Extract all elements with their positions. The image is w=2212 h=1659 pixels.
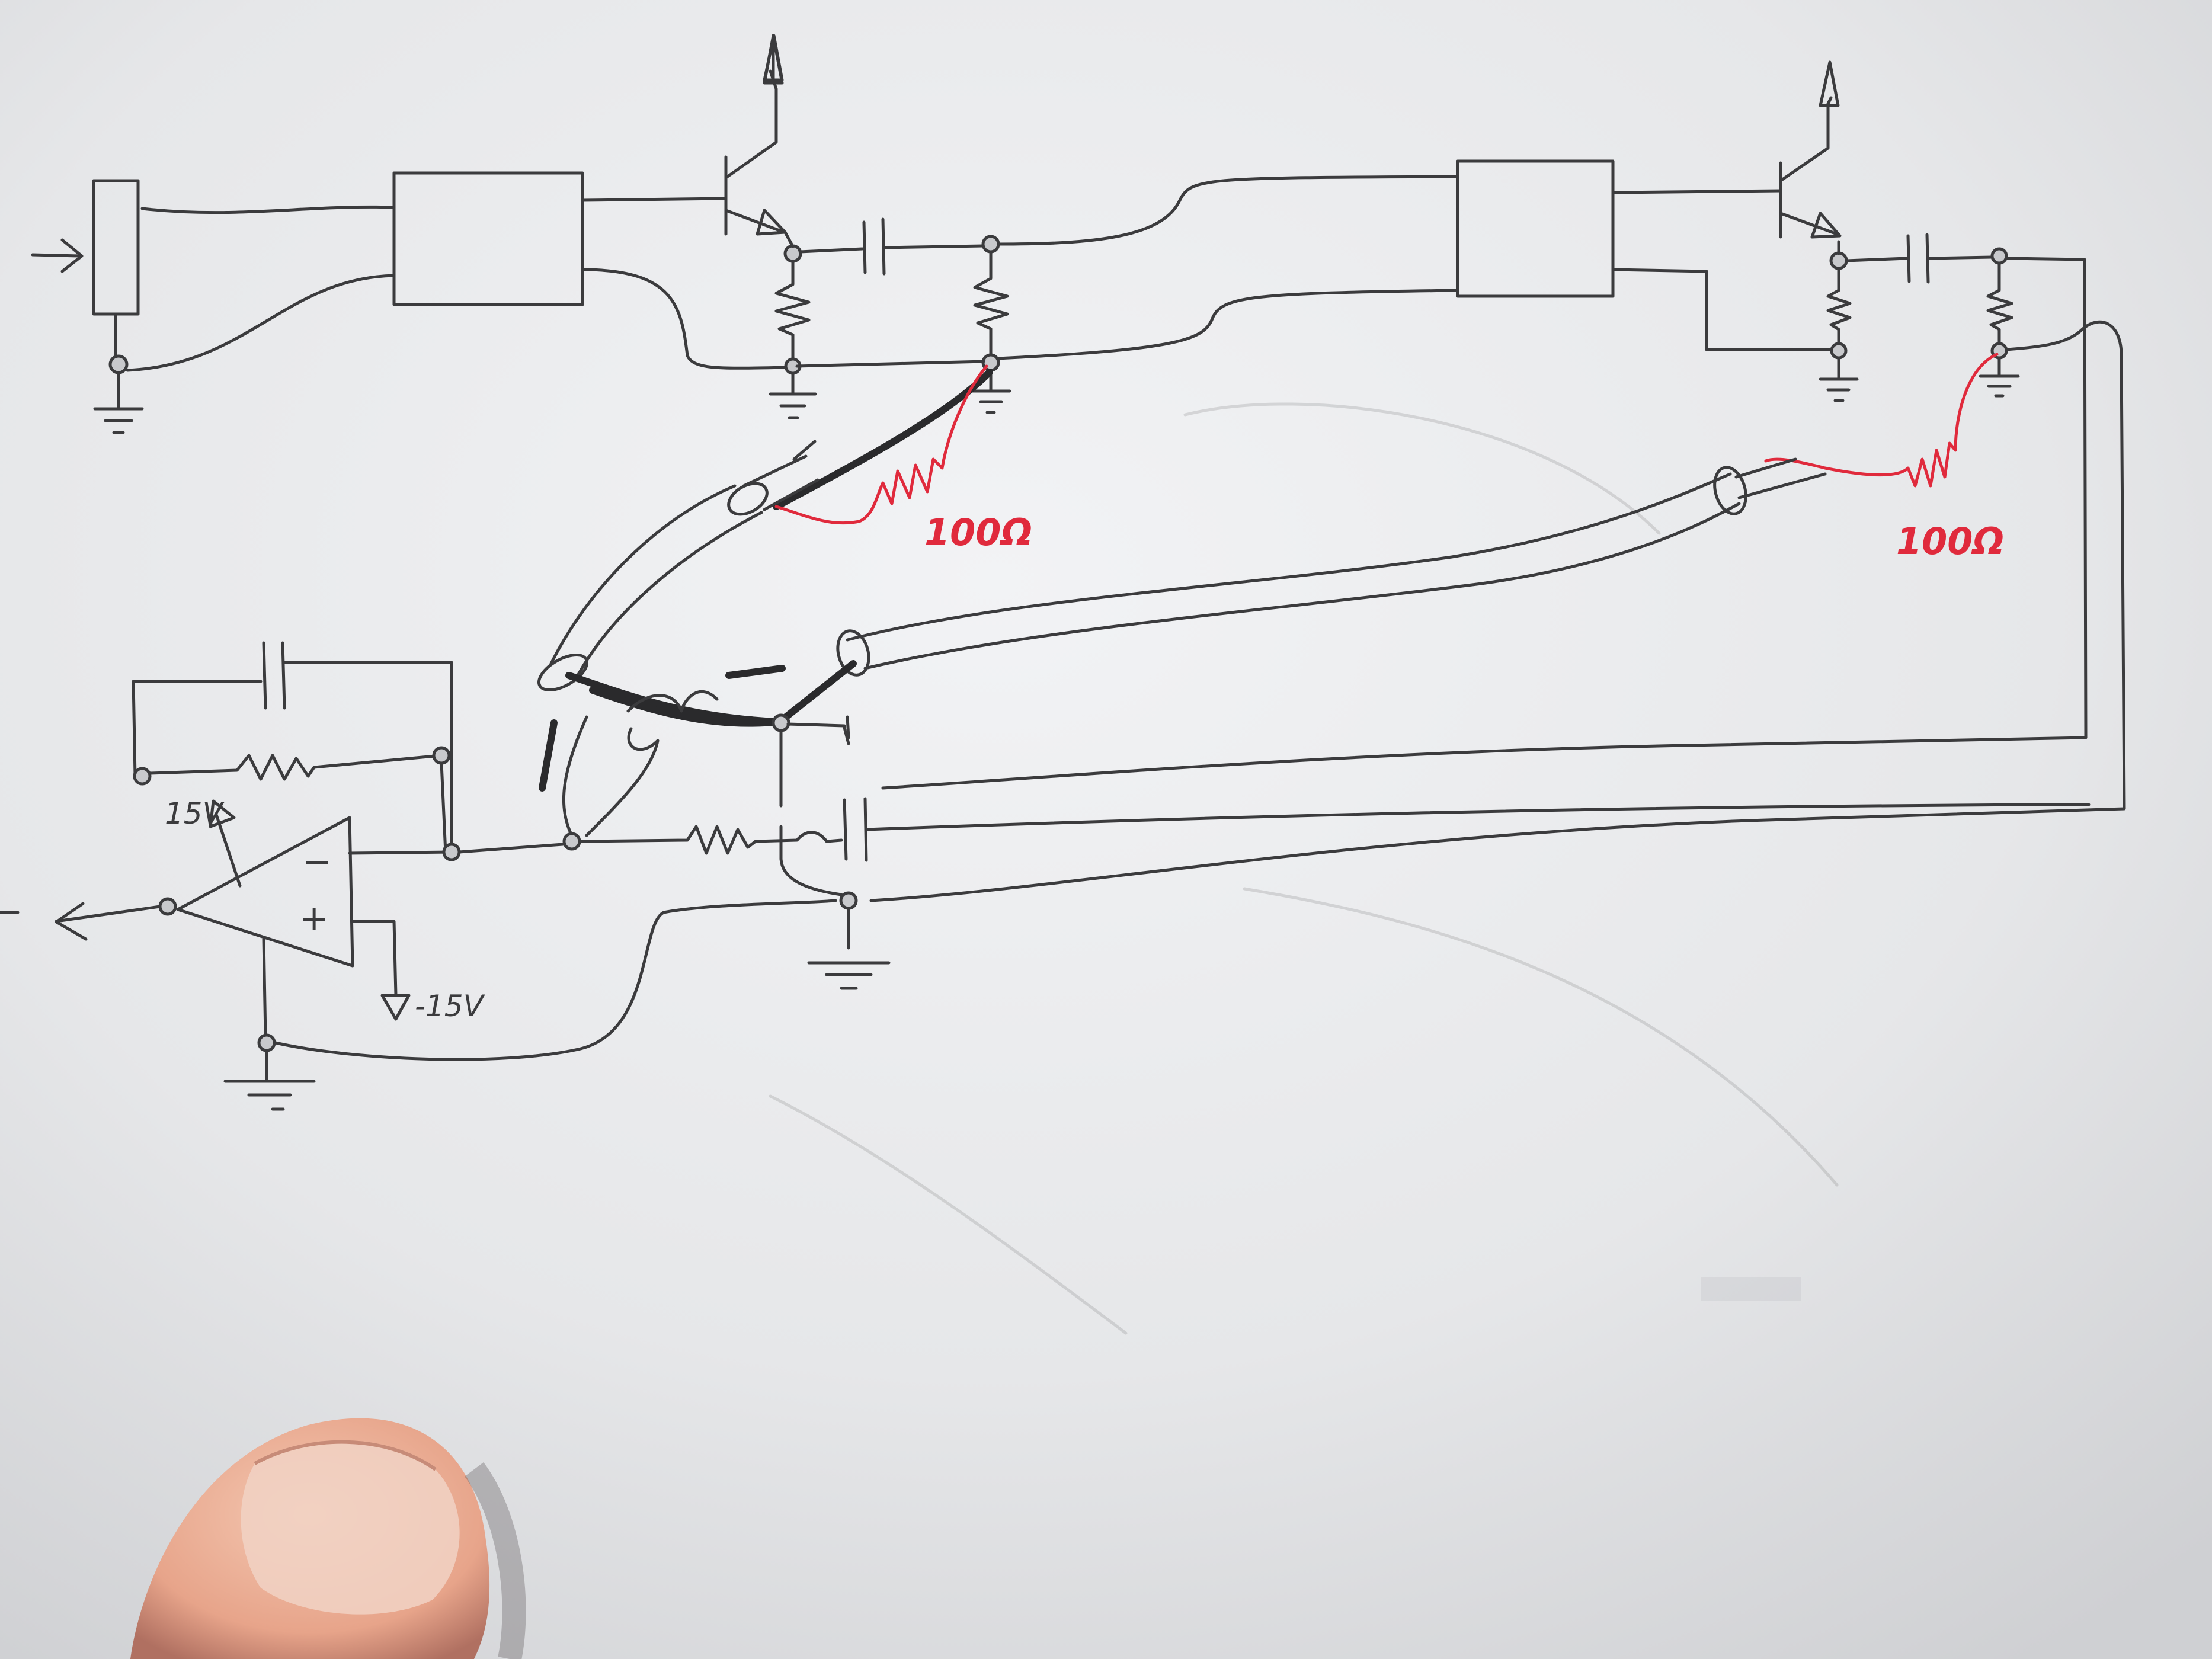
opamp-minus-label: −: [302, 841, 332, 883]
capacitor-icon: [262, 641, 286, 710]
opamp-icon: [176, 816, 354, 968]
resistor-icon: [774, 260, 811, 364]
supply-arrow-icon: [209, 799, 236, 828]
red-resistor-left: 100Ω: [773, 364, 1032, 554]
emitter-node-1: [783, 244, 802, 263]
ground-icon: [970, 370, 1011, 414]
amplifier-box-1: [392, 171, 584, 306]
ground-icon: [807, 961, 891, 990]
output-node-1: [981, 235, 1000, 254]
ground-node-left: [108, 354, 129, 374]
ground-node-mid: [839, 891, 858, 910]
ground-icon: [1979, 357, 2020, 398]
input-stage-right: [869, 60, 2126, 902]
transistor-icon: [1779, 96, 1842, 239]
red-resistor-right: 100Ω: [1764, 353, 2004, 563]
opamp-plus-label: +: [299, 898, 329, 939]
resistor-icon: [578, 825, 843, 855]
supply-arrow-icon: [380, 994, 411, 1021]
resistor-label-right: 100Ω: [1896, 520, 2004, 563]
faint-ghost-lines: [769, 402, 1839, 1335]
resistor-icon: [1986, 261, 2013, 348]
resistor-icon: [973, 251, 1009, 360]
input-stage-left: [31, 34, 1459, 434]
resistor-icon: [148, 754, 443, 781]
ground-icon: [769, 373, 817, 419]
ground-icon: [223, 1050, 316, 1111]
finger-image: [130, 1418, 526, 1659]
minus-supply-label: -15V: [415, 989, 486, 1023]
resistor-label-left: 100Ω: [924, 511, 1032, 554]
arrow-left-icon: [55, 902, 88, 941]
ground-icon: [1819, 357, 1859, 402]
opamp-stage: − + 15V -15V: [0, 641, 2091, 1111]
coax-cable-right: [836, 457, 1827, 677]
output-node-2: [1990, 247, 2008, 265]
junction-node: [772, 713, 790, 732]
ground-icon: [93, 371, 144, 434]
cable-junction: [539, 660, 857, 896]
coax-cable-left: [537, 440, 820, 691]
amplifier-box-2: [1456, 159, 1615, 298]
plus-supply-label: 15V: [165, 796, 225, 831]
emitter-node-2: [1829, 251, 1848, 270]
resistor-icon: [1826, 268, 1852, 348]
supply-arrow-icon: [1819, 60, 1840, 107]
arrow-right-icon: [31, 238, 84, 273]
